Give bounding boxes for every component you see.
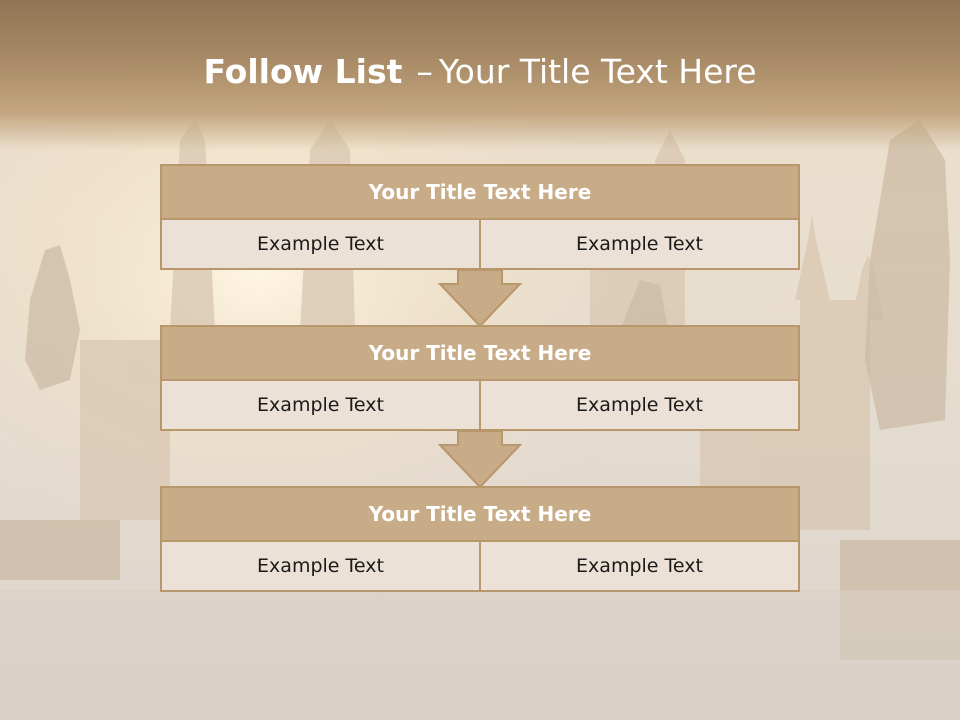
title-bold-part: Follow List [203,52,403,91]
slide-title: Follow List–Your Title Text Here [0,52,960,91]
block-cell-right: Example Text [481,220,800,270]
block-cell-left: Example Text [160,542,481,592]
block-cell-right: Example Text [481,381,800,431]
list-block-2: Your Title Text Here Example Text Exampl… [160,325,800,431]
title-band [0,0,960,150]
block-row: Example Text Example Text [160,381,800,431]
block-cell-left: Example Text [160,381,481,431]
title-dash: – [416,52,433,91]
down-arrow-icon [438,270,522,328]
list-block-1: Your Title Text Here Example Text Exampl… [160,164,800,270]
list-block-3: Your Title Text Here Example Text Exampl… [160,486,800,592]
block-cell-left: Example Text [160,220,481,270]
block-title: Your Title Text Here [160,325,800,381]
block-title: Your Title Text Here [160,486,800,542]
title-rest-part: Your Title Text Here [438,52,757,91]
block-title: Your Title Text Here [160,164,800,220]
down-arrow-icon [438,431,522,489]
block-cell-right: Example Text [481,542,800,592]
block-row: Example Text Example Text [160,220,800,270]
block-row: Example Text Example Text [160,542,800,592]
